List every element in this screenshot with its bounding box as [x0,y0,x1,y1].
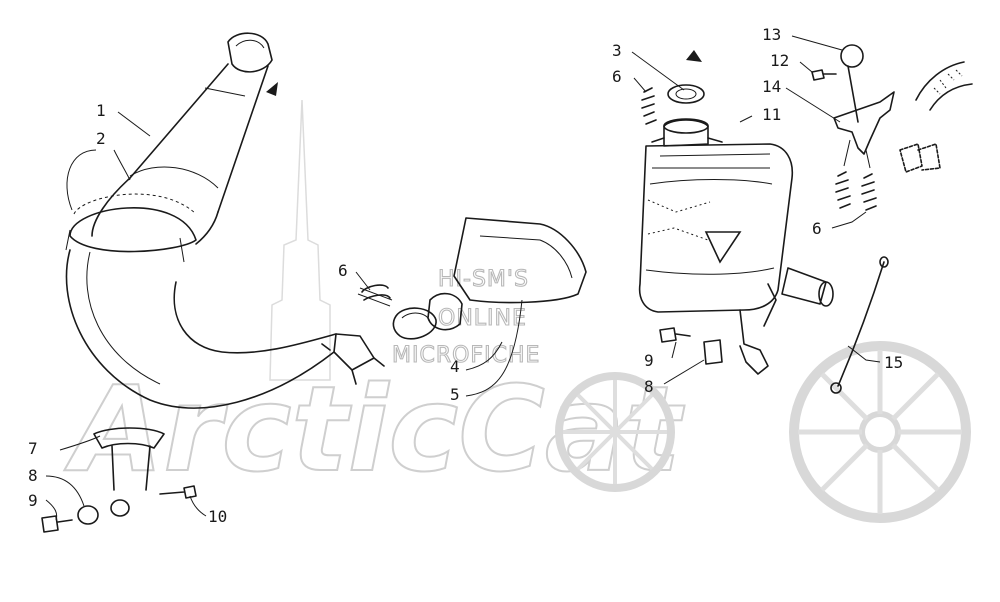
callout-2: 2 [96,129,106,148]
nut [159,485,197,499]
gasket [667,84,705,104]
callout-6-top: 6 [612,67,622,86]
callout-5: 5 [450,385,460,404]
watermark: ArcticCat HI-SM'S ONLINE MICROFICHE [63,99,971,523]
frame-tube [915,61,973,111]
exhaust-pipe [41,32,587,533]
strap [837,261,885,387]
arrow-up-right-icon [266,82,278,96]
muffler-outlet [781,267,827,305]
bolt-right [659,327,691,343]
callout-6-right: 6 [812,219,822,238]
spring-6-right-b [861,173,877,211]
watermark-line-2: ONLINE [438,306,527,331]
grommet-right [703,339,723,365]
watermark-line-3: MICROFICHE [392,343,540,368]
muffler-body [638,143,794,313]
callout-14: 14 [762,77,781,96]
spring-6-right-a [835,171,851,209]
callout-13: 13 [762,25,781,44]
watermark-wheel [789,341,971,523]
triangle-logo-icon [704,231,742,264]
watermark-spire [269,99,331,381]
muffler [638,50,889,394]
hanger-bracket [93,427,165,449]
callout-8-left: 8 [28,466,38,485]
callout-15: 15 [884,353,903,372]
callout-9-left: 9 [28,491,38,510]
callout-11: 11 [762,105,781,124]
callout-7: 7 [28,439,38,458]
spring-6-top [641,87,657,125]
leader-lines [45,35,881,521]
screw-12 [811,69,837,81]
knob [840,44,864,68]
bolt-left [41,515,73,533]
callout-4: 4 [450,357,460,376]
callout-1: 1 [96,101,106,120]
callout-3: 3 [612,41,622,60]
manifold-flange [453,217,587,304]
callout-9-right: 9 [644,351,654,370]
watermark-line-1: HI-SM'S [438,267,529,292]
callout-8-right: 8 [644,377,654,396]
lever-assembly [811,44,973,211]
callout-12: 12 [770,51,789,70]
callouts: 1 2 6 4 5 7 8 9 10 3 6 11 13 12 14 6 9 8… [28,25,903,526]
callout-6-mid: 6 [338,261,348,280]
muffler-bracket [739,309,769,375]
grommet-left [77,505,99,525]
spring-6-mid [361,284,391,301]
callout-10: 10 [208,507,227,526]
lever-bracket [833,91,895,155]
coupler-ring [392,307,437,340]
arrow-up-right-icon [686,50,702,62]
